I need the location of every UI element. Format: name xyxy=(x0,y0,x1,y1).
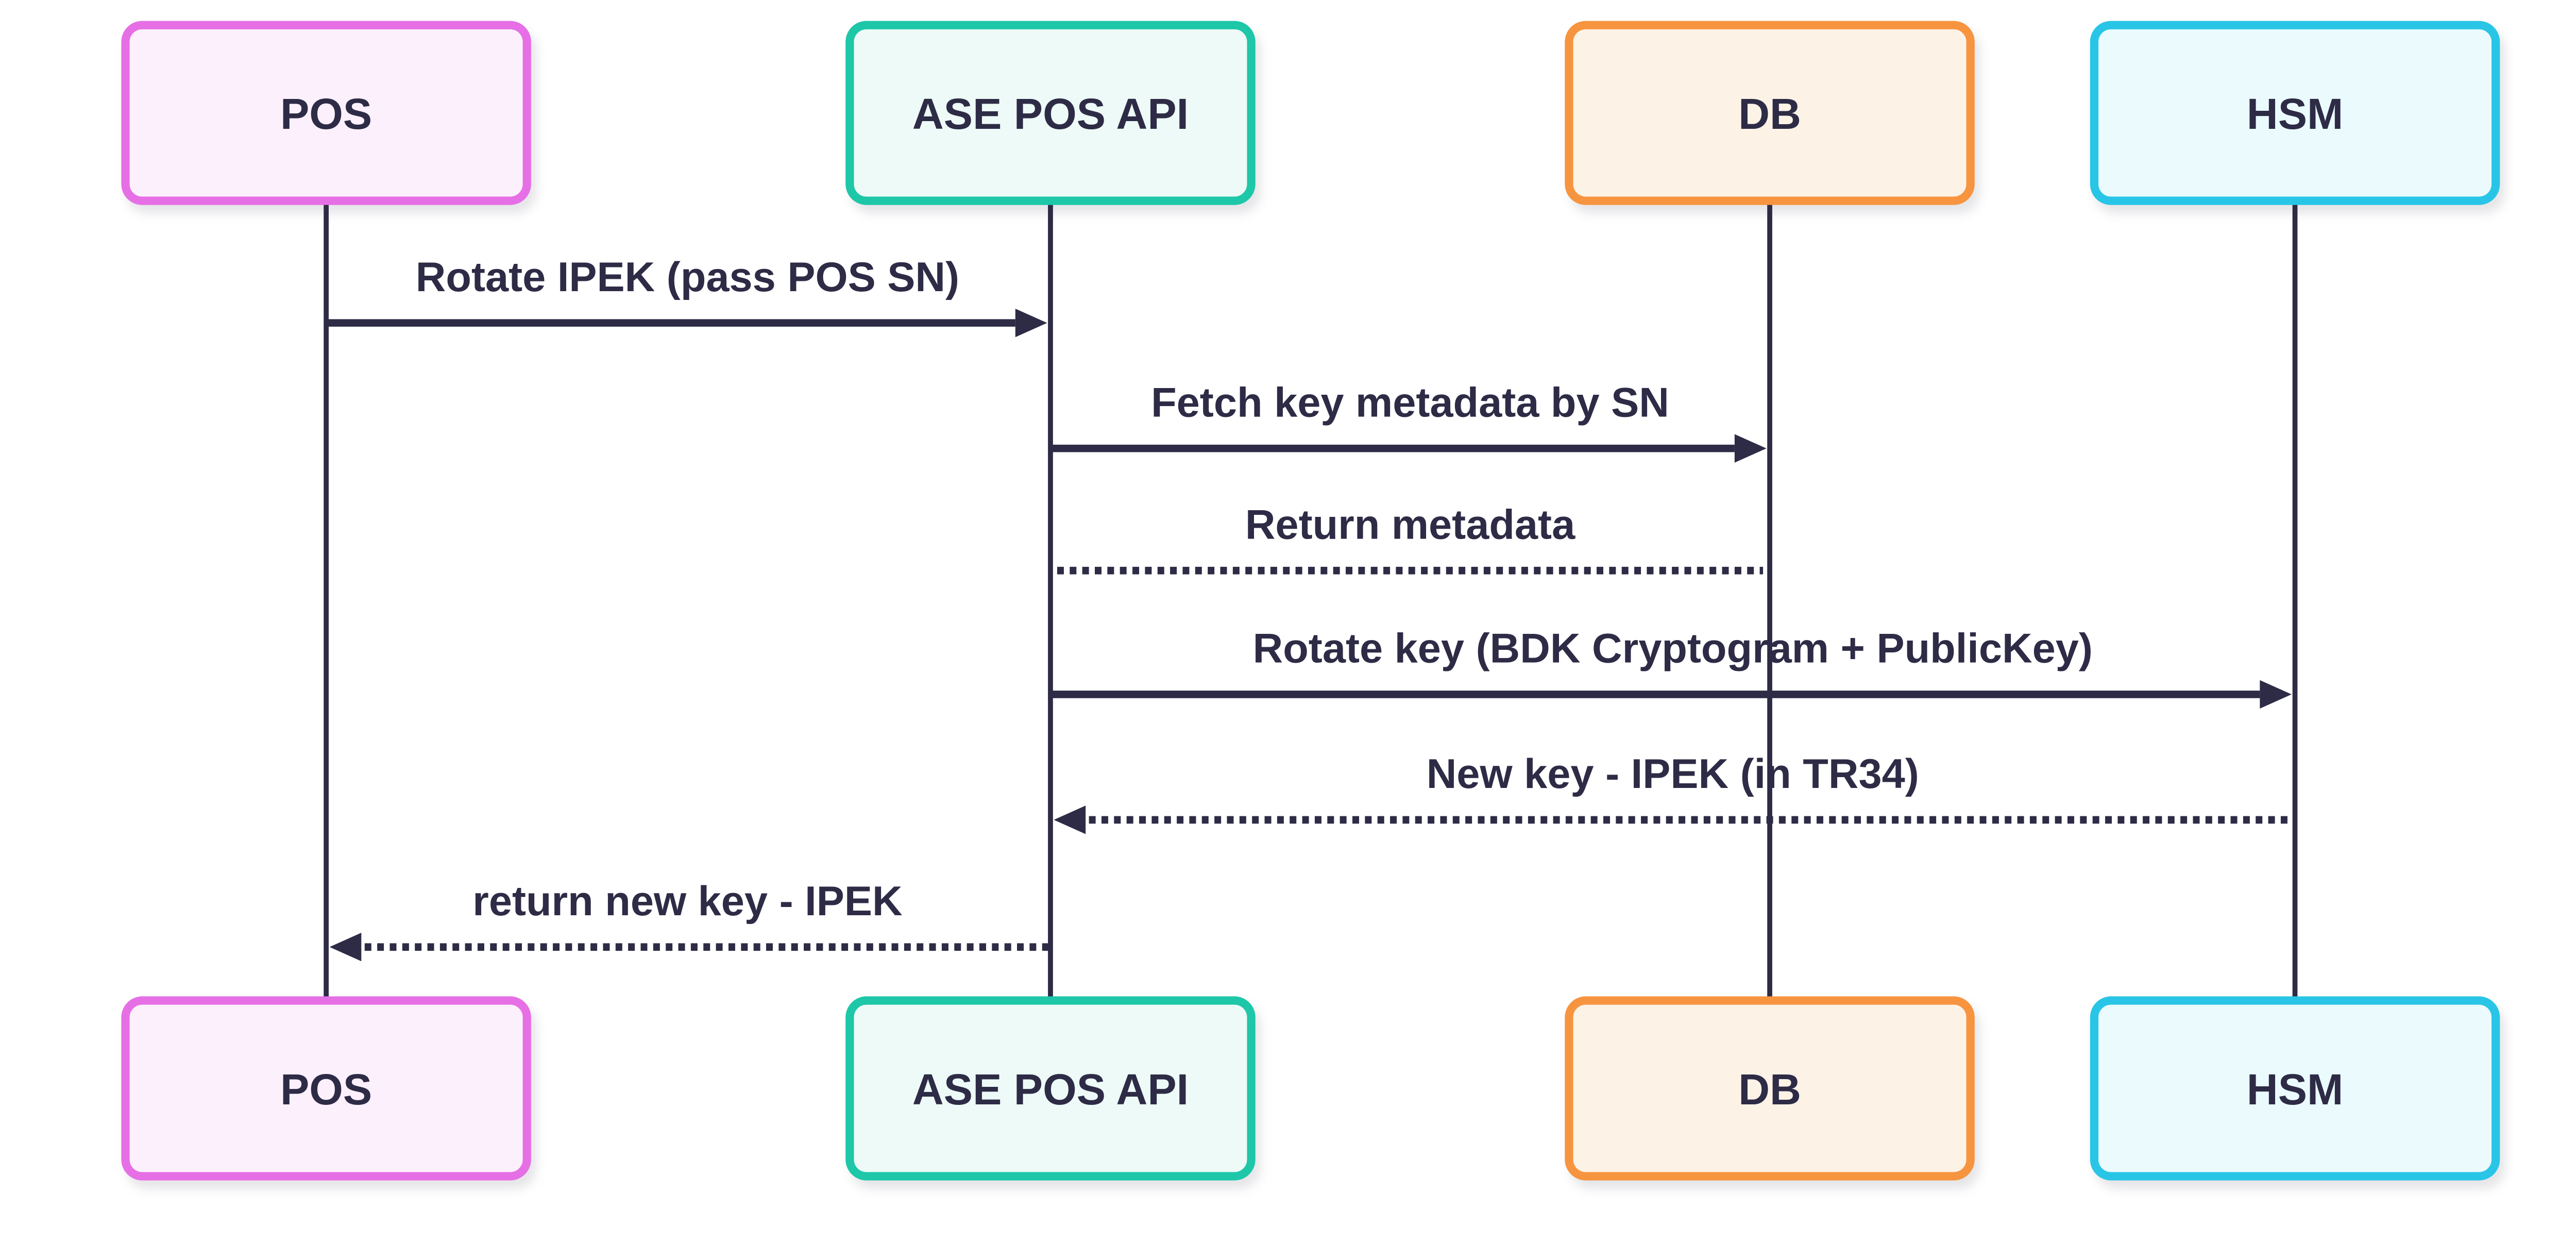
actor-box xyxy=(2090,21,2500,205)
message-rotate-ipek: Rotate IPEK (pass POS SN) xyxy=(326,254,1047,338)
message-label: Return metadata xyxy=(1245,501,1575,548)
message-label: Fetch key metadata by SN xyxy=(1151,379,1669,426)
actor-label: HSM xyxy=(2247,90,2344,138)
arrowhead-left-icon xyxy=(1054,805,1086,834)
message-new-key: New key - IPEK (in TR34) xyxy=(1054,751,2295,834)
actor-box xyxy=(121,996,531,1181)
message-label: return new key - IPEK xyxy=(472,878,902,925)
message-label: New key - IPEK (in TR34) xyxy=(1427,751,1919,797)
arrowhead-left-icon xyxy=(329,933,362,962)
actor-label: HSM xyxy=(2247,1065,2344,1114)
actor-box xyxy=(1565,21,1975,205)
actor-label: ASE POS API xyxy=(912,90,1189,138)
actor-box xyxy=(121,21,531,205)
actor-api-top: ASE POS API xyxy=(845,21,1256,205)
arrowhead-right-icon xyxy=(2260,680,2292,709)
actor-box xyxy=(1565,996,1975,1181)
actor-label: DB xyxy=(1738,90,1801,138)
message-fetch-metadata: Fetch key metadata by SN xyxy=(1050,379,1767,463)
actor-db-bottom: DB xyxy=(1565,996,1975,1181)
actor-label: POS xyxy=(280,1065,372,1114)
lifelines xyxy=(324,197,2298,1004)
actor-hsm-bottom: HSM xyxy=(2090,996,2500,1181)
actor-box xyxy=(845,996,1256,1181)
message-rotate-key: Rotate key (BDK Cryptogram + PublicKey) xyxy=(1050,626,2292,709)
message-label: Rotate IPEK (pass POS SN) xyxy=(416,254,959,300)
actor-label: POS xyxy=(280,90,372,138)
message-return-new-key: return new key - IPEK xyxy=(329,878,1050,962)
actor-pos-top: POS xyxy=(121,21,531,205)
actor-db-top: DB xyxy=(1565,21,1975,205)
actor-label: DB xyxy=(1738,1065,1801,1114)
actor-box xyxy=(845,21,1256,205)
message-label: Rotate key (BDK Cryptogram + PublicKey) xyxy=(1253,626,2093,672)
actor-box xyxy=(2090,996,2500,1181)
arrowhead-right-icon xyxy=(1015,309,1047,338)
arrowhead-right-icon xyxy=(1734,434,1767,463)
actor-label: ASE POS API xyxy=(912,1065,1189,1114)
actor-pos-bottom: POS xyxy=(121,996,531,1181)
actor-hsm-top: HSM xyxy=(2090,21,2500,205)
message-return-metadata: Return metadata xyxy=(1057,501,1764,575)
actor-api-bottom: ASE POS API xyxy=(845,996,1256,1181)
